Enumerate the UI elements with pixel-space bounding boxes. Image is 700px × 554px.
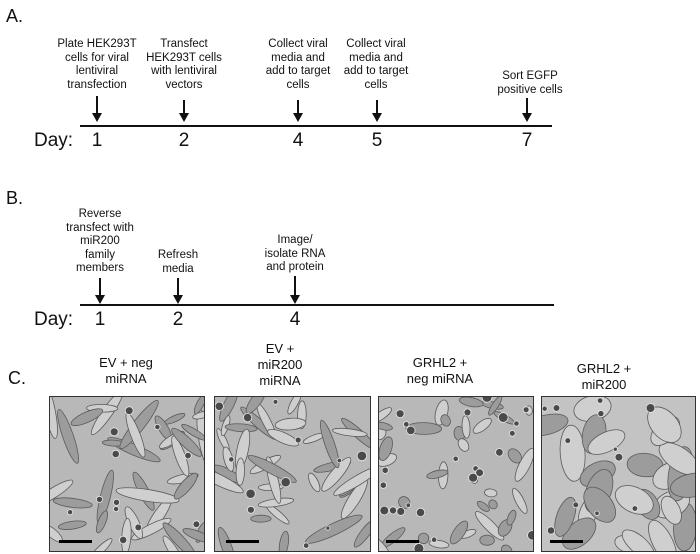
micrograph-ev-neg-mirna xyxy=(49,396,205,552)
day-a-4: 4 xyxy=(292,130,304,151)
arrow-a-2-head xyxy=(179,113,189,122)
arrow-a-3-head xyxy=(293,113,303,122)
day-a-7: 7 xyxy=(521,130,533,151)
scale-bar-3 xyxy=(386,540,419,543)
arrow-a-5-head xyxy=(522,113,532,122)
arrow-a-1-head xyxy=(92,113,102,122)
panel-a-step-1: Plate HEK293T cells for viral lentiviral… xyxy=(57,38,137,91)
micrograph-image xyxy=(50,397,204,551)
panel-c-label: C. xyxy=(8,368,26,388)
arrow-a-2-shaft xyxy=(183,100,185,113)
arrow-b-3-head xyxy=(290,295,300,304)
panel-b-step-3: Image/ isolate RNA and protein xyxy=(264,234,326,273)
day-b-1: 1 xyxy=(94,309,106,330)
day-a-2: 2 xyxy=(178,130,190,151)
condition-label-3: GRHL2 + neg miRNA xyxy=(406,355,474,386)
panel-a-step-2: Transfect HEK293T cells with lentiviral … xyxy=(146,38,222,91)
day-b-2: 2 xyxy=(172,309,184,330)
panel-a-step-5: Sort EGFP positive cells xyxy=(497,70,563,96)
arrow-b-1-head xyxy=(95,295,105,304)
arrow-b-3-shaft xyxy=(294,276,296,295)
micrograph-image xyxy=(542,397,695,551)
scale-bar-4 xyxy=(550,540,583,543)
panel-b-step-2: Refresh media xyxy=(157,249,199,275)
micrograph-image xyxy=(215,397,370,551)
condition-label-4: GRHL2 + miR200 xyxy=(576,361,632,392)
arrow-b-1-shaft xyxy=(99,278,101,295)
condition-label-1: EV + neg miRNA xyxy=(99,355,153,386)
micrograph-ev-mir200-mirna xyxy=(214,396,371,552)
timeline-a xyxy=(80,125,552,127)
micrograph-image xyxy=(379,397,533,551)
timeline-b xyxy=(80,304,554,306)
panel-a-step-3: Collect viral media and add to target ce… xyxy=(265,38,331,91)
scale-bar-2 xyxy=(226,540,259,543)
arrow-a-1-shaft xyxy=(96,96,98,113)
day-label-b: Day: xyxy=(34,309,74,330)
arrow-a-3-shaft xyxy=(297,100,299,113)
panel-b-step-1: Reverse transfect with miR200 family mem… xyxy=(66,208,134,274)
arrow-a-4-head xyxy=(372,113,382,122)
day-a-5: 5 xyxy=(371,130,383,151)
day-label-a: Day: xyxy=(34,130,74,151)
panel-a-label: A. xyxy=(6,6,24,26)
arrow-a-4-shaft xyxy=(376,100,378,113)
day-b-4: 4 xyxy=(289,309,301,330)
scale-bar-1 xyxy=(59,540,92,543)
panel-a-step-4: Collect viral media and add to target ce… xyxy=(343,38,409,91)
day-a-1: 1 xyxy=(91,130,103,151)
arrow-a-5-shaft xyxy=(526,98,528,113)
arrow-b-2-head xyxy=(173,295,183,304)
arrow-b-2-shaft xyxy=(177,278,179,295)
condition-label-2: EV + miR200 miRNA xyxy=(257,341,303,388)
micrograph-grhl2-mir200 xyxy=(541,396,696,552)
micrograph-grhl2-neg-mirna xyxy=(378,396,534,552)
panel-b-label: B. xyxy=(6,188,24,208)
